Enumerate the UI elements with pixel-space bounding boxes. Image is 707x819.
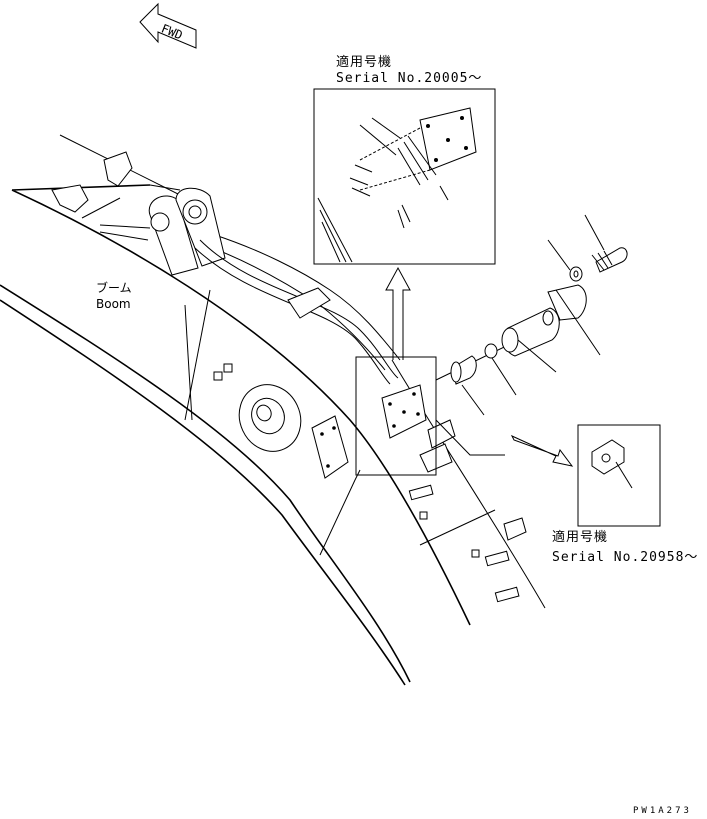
- diagonal-arrow-icon: [510, 434, 574, 467]
- applicable-label-top: 適用号機: [336, 54, 392, 70]
- inset-top: 適用号機 Serial No.20005～: [313, 54, 496, 265]
- inset-bottom: 適用号機 Serial No.20958～: [552, 424, 698, 565]
- boom-label-en: Boom: [96, 297, 131, 311]
- boom-body: [0, 134, 546, 686]
- exploded-parts: [450, 214, 628, 416]
- up-arrow-icon: [385, 266, 411, 360]
- boom-label-jp: ブーム: [96, 280, 132, 295]
- inset-middle: [355, 319, 561, 476]
- applicable-label-bottom: 適用号機: [552, 529, 608, 545]
- fwd-arrow-icon: FWD: [139, 2, 197, 49]
- serial-label-bottom: Serial No.20958～: [552, 550, 698, 565]
- fwd-label: FWD: [159, 21, 184, 42]
- serial-label-top: Serial No.20005～: [336, 71, 482, 86]
- drawing-code: PW1A273: [633, 806, 692, 816]
